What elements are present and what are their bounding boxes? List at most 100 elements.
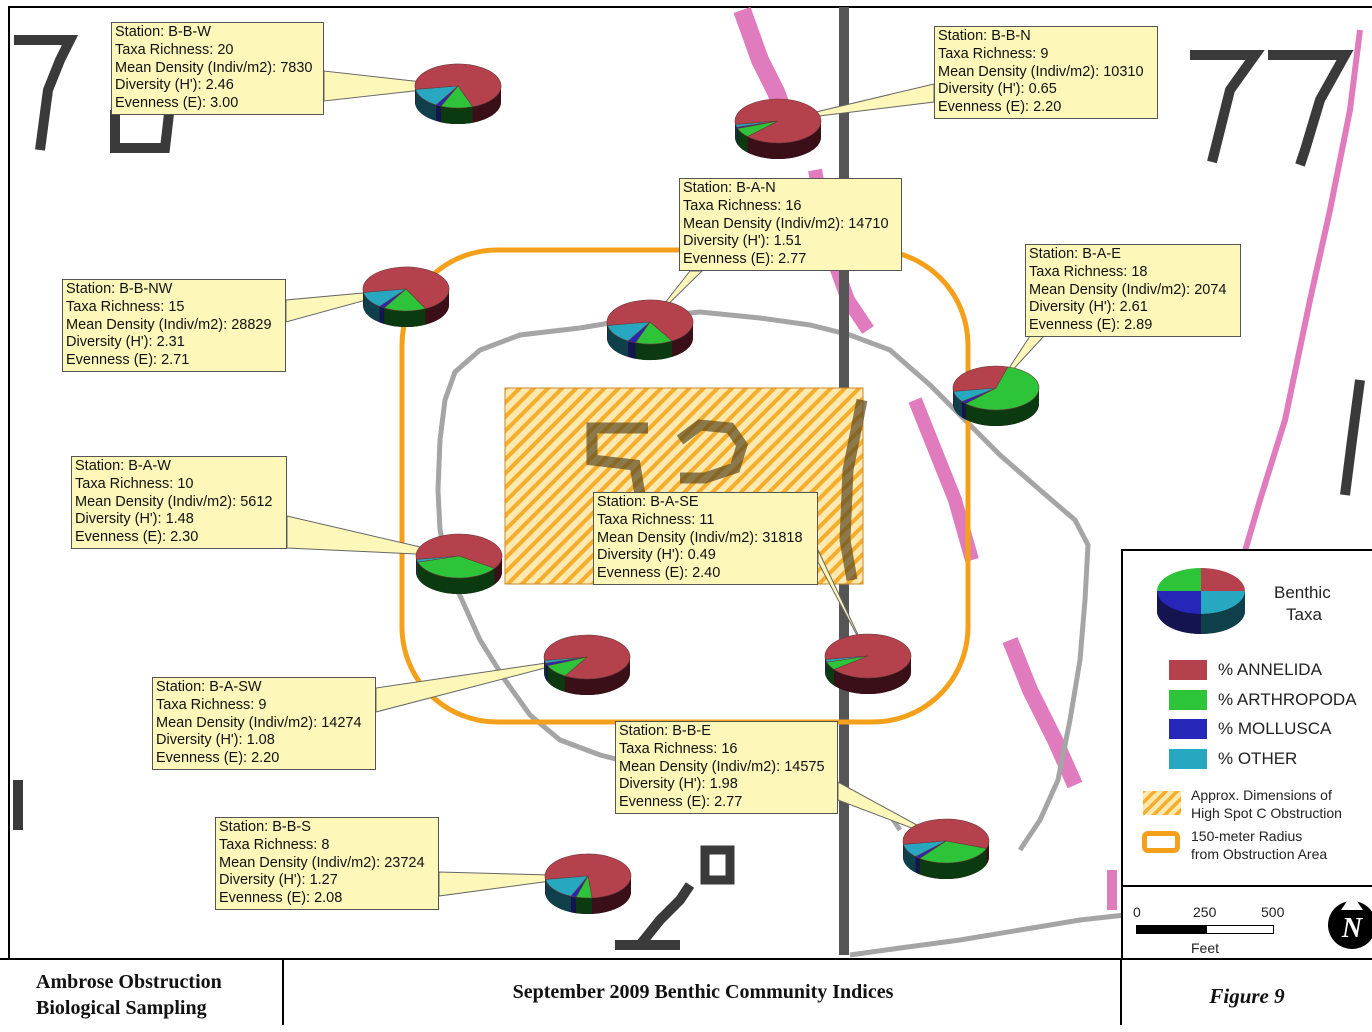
- pie-side-annelida: [986, 841, 989, 865]
- pie-side-other: [544, 660, 546, 680]
- pie-side-annelida: [494, 556, 503, 585]
- callout-baw: Station: B-A-W Taxa Richness: 10 Mean De…: [71, 456, 287, 549]
- evenness: Evenness (E): 2.89: [1029, 317, 1153, 334]
- callout-bbnw: Station: B-B-NW Taxa Richness: 15 Mean D…: [62, 279, 286, 372]
- pie-baw: [415, 533, 503, 594]
- callout-leaders: [285, 70, 1046, 897]
- obstruction-label-line2: High Spot C Obstruction: [1191, 805, 1342, 821]
- pie-slice-annelida: [952, 365, 1009, 392]
- mean-density: Mean Density (Indiv/m2): 10310: [938, 63, 1144, 80]
- mollusca-label: % MOLLUSCA: [1218, 719, 1332, 738]
- mean-density: Mean Density (Indiv/m2): 2074: [1029, 281, 1227, 298]
- pie-side-mollusca: [962, 401, 966, 420]
- pie-side-arthropoda: [635, 340, 672, 360]
- pie-slice-annelida: [606, 299, 694, 342]
- title-left: Ambrose Obstruction Biological Sampling: [0, 960, 284, 1025]
- diversity: Diversity (H'): 2.31: [66, 334, 185, 351]
- scale-bar-white: [1206, 925, 1274, 934]
- pie-side-annelida: [363, 289, 364, 309]
- diversity: Diversity (H'): 1.08: [156, 732, 275, 749]
- evenness: Evenness (E): 2.77: [619, 794, 743, 811]
- diversity: Diversity (H'): 1.27: [219, 872, 338, 889]
- title-left-line1: Ambrose Obstruction: [36, 971, 222, 993]
- pie-side-other: [363, 292, 380, 323]
- evenness: Evenness (E): 2.71: [66, 352, 190, 369]
- taxa-richness: Taxa Richness: 20: [115, 41, 234, 58]
- pie-base: [824, 633, 912, 695]
- mean-density: Mean Density (Indiv/m2): 5612: [75, 493, 273, 510]
- pie-side-annelida: [544, 657, 545, 677]
- pie-side-annelida: [747, 121, 821, 159]
- scale-tick-0: 0: [1133, 904, 1141, 920]
- scale-tick-250: 250: [1193, 904, 1217, 920]
- pie-slice-annelida: [362, 266, 450, 309]
- pie-side-annelida: [607, 322, 608, 342]
- diversity: Diversity (H'): 1.98: [619, 776, 738, 793]
- pie-basw: [543, 634, 631, 696]
- leader-base: [817, 549, 869, 657]
- pie-bbw: [414, 63, 502, 124]
- callout-basw: Station: B-A-SW Taxa Richness: 9 Mean De…: [152, 677, 376, 770]
- other-label: % OTHER: [1218, 749, 1298, 768]
- pie-side-other: [903, 844, 916, 873]
- diversity: Diversity (H'): 2.46: [115, 77, 234, 94]
- taxa-richness: Taxa Richness: 8: [219, 836, 330, 853]
- pie-side-annelida: [415, 86, 416, 106]
- mean-density: Mean Density (Indiv/m2): 14575: [619, 758, 825, 775]
- depth-82-label: [586, 398, 868, 581]
- leader-baw: [286, 515, 460, 557]
- radius-label-line2: from Obstruction Area: [1191, 846, 1328, 862]
- evenness: Evenness (E): 2.77: [683, 251, 807, 268]
- obstruction-label-line1: Approx. Dimensions of: [1191, 787, 1332, 803]
- pie-slice-other: [735, 120, 779, 128]
- pie-side-arthropoda: [826, 662, 835, 686]
- pie-side-annelida: [472, 86, 501, 123]
- callout-base: Station: B-A-SE Taxa Richness: 11 Mean D…: [593, 492, 818, 585]
- callout-bae: Station: B-A-E Taxa Richness: 18 Mean De…: [1025, 244, 1241, 337]
- pie-side-mollusca: [736, 127, 738, 145]
- pie-side-arthropoda: [384, 307, 426, 327]
- radius-label-line1: 150-meter Radius: [1191, 828, 1303, 844]
- pie-side-annelida: [425, 289, 449, 325]
- pie-slice-other: [416, 555, 460, 563]
- taxa-richness: Taxa Richness: 15: [66, 298, 185, 315]
- taxa-richness: Taxa Richness: 11: [597, 511, 715, 528]
- evenness: Evenness (E): 2.40: [597, 565, 721, 582]
- pie-side-annelida: [671, 322, 693, 357]
- evenness: Evenness (E): 2.20: [938, 99, 1062, 116]
- pie-side-arthropoda: [965, 388, 1039, 426]
- pie-slice-other: [953, 387, 997, 402]
- pie-slice-other: [825, 655, 869, 663]
- taxa-richness: Taxa Richness: 16: [619, 740, 738, 757]
- pie-side-arthropoda: [547, 665, 566, 692]
- pie-side-annelida: [416, 556, 417, 576]
- pie-slice-annelida: [414, 63, 502, 108]
- station-label: Station: B-B-N: [938, 28, 1031, 44]
- pie-side-mollusca: [436, 104, 441, 123]
- pie-side-mollusca: [628, 340, 636, 359]
- pie-side-other: [825, 659, 827, 679]
- taxa-richness: Taxa Richness: 9: [156, 696, 267, 713]
- station-label: Station: B-B-S: [219, 819, 311, 835]
- pie-slice-other: [545, 875, 589, 897]
- pie-bbnw: [362, 266, 450, 327]
- pie-slice-arthropoda: [417, 555, 496, 579]
- station-label: Station: B-A-W: [75, 458, 171, 474]
- taxa-richness: Taxa Richness: 10: [75, 475, 194, 492]
- radius-swatch: [1142, 831, 1180, 853]
- mean-density: Mean Density (Indiv/m2): 7830: [115, 59, 313, 76]
- pie-side-other: [416, 559, 418, 579]
- legend-title-line1: Benthic: [1274, 583, 1331, 602]
- pie-slice-annelida: [415, 533, 503, 569]
- leader-bbw: [323, 70, 459, 102]
- pie-side-annelida: [592, 876, 631, 914]
- pie-slice-other: [415, 85, 459, 106]
- mean-density: Mean Density (Indiv/m2): 31818: [597, 529, 803, 546]
- annelida-label: % ANNELIDA: [1218, 660, 1322, 679]
- pie-side-mollusca: [379, 306, 385, 324]
- pie-side-arthropoda: [440, 106, 473, 124]
- pie-bae: [952, 365, 1040, 426]
- pie-side-mollusca: [545, 663, 548, 682]
- leader-basw: [375, 656, 588, 713]
- pie-ban: [606, 299, 694, 360]
